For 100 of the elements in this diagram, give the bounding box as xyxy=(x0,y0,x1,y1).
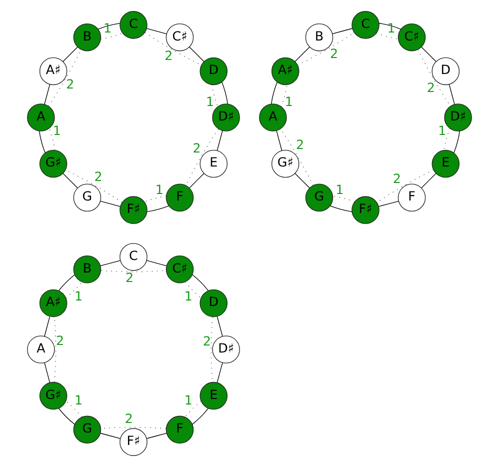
connector xyxy=(100,270,166,272)
node-circle: E xyxy=(199,150,228,178)
node-circle: F xyxy=(397,184,426,212)
edge-label: 2 xyxy=(66,76,74,92)
connector xyxy=(280,84,287,107)
node-circle: F♯ xyxy=(351,196,379,224)
node-circle: G♯ xyxy=(38,382,67,410)
connector xyxy=(188,46,204,62)
node-circle: F♯ xyxy=(119,428,147,456)
connector xyxy=(211,84,218,107)
node-circle: C xyxy=(119,243,147,271)
connector xyxy=(100,260,120,266)
connector xyxy=(332,28,352,34)
connector xyxy=(144,32,202,66)
connector xyxy=(294,46,310,62)
connector xyxy=(280,128,313,186)
node-circle: A xyxy=(258,104,286,132)
connector xyxy=(144,196,166,202)
connector xyxy=(216,362,222,383)
connector xyxy=(62,173,78,188)
node-circle: G♯ xyxy=(270,150,299,178)
edge-label: 1 xyxy=(206,94,214,109)
connector xyxy=(100,432,120,439)
connector xyxy=(62,46,78,62)
connector xyxy=(216,316,222,337)
node-circle: E xyxy=(199,382,228,410)
node-circle: G xyxy=(72,184,101,212)
node-circle: D♯ xyxy=(212,104,240,132)
connector xyxy=(270,82,277,104)
connector xyxy=(378,200,398,207)
connector xyxy=(420,46,436,62)
node-circle: C♯ xyxy=(397,23,426,52)
connector xyxy=(65,282,82,298)
connector xyxy=(44,316,50,337)
edge-label: 1 xyxy=(74,392,82,408)
connector xyxy=(448,84,454,104)
connector xyxy=(443,128,450,151)
node-circle: F xyxy=(165,184,194,212)
connector xyxy=(58,274,74,292)
connector xyxy=(220,82,228,104)
connector xyxy=(296,32,354,66)
edge-label: 2 xyxy=(94,168,102,184)
connector xyxy=(376,32,398,40)
connector xyxy=(276,130,282,151)
edge-label: 1 xyxy=(74,288,82,304)
node-circle: F xyxy=(165,416,194,444)
edge-label: 1 xyxy=(154,182,163,198)
edge-label: 2 xyxy=(125,270,134,286)
edge-label: 2 xyxy=(192,140,200,156)
connector xyxy=(329,206,352,212)
connector xyxy=(146,260,166,266)
edge-label: 2 xyxy=(124,410,132,426)
node-circle: A♯ xyxy=(270,57,299,86)
connector xyxy=(65,400,82,418)
edge-label: 1 xyxy=(184,288,192,304)
edge-label: 2 xyxy=(295,136,304,152)
connector xyxy=(184,282,201,298)
edge-label: 2 xyxy=(202,334,210,349)
node-circle: A xyxy=(26,104,54,132)
node-circle: F♯ xyxy=(119,196,147,224)
node-circle: A♯ xyxy=(38,289,67,318)
connector xyxy=(191,274,208,291)
edge-label: 1 xyxy=(438,122,446,138)
connector xyxy=(417,49,450,106)
connector xyxy=(420,173,436,188)
node-circle: B xyxy=(72,255,101,284)
connector xyxy=(184,400,201,418)
node-circle: C♯ xyxy=(165,255,194,284)
edge-label: 1 xyxy=(52,122,60,138)
edge-label: 2 xyxy=(56,332,64,348)
connector xyxy=(100,32,122,40)
node-circle: A♯ xyxy=(38,57,67,86)
node-circle: D♯ xyxy=(212,336,240,364)
connector xyxy=(100,200,120,207)
connector xyxy=(453,130,460,154)
connector xyxy=(192,408,208,425)
connector xyxy=(44,84,50,105)
connector xyxy=(146,28,166,34)
edge-label: 1 xyxy=(335,182,344,198)
connector xyxy=(44,362,50,383)
node-circle: B xyxy=(72,23,101,52)
edge-label: 2 xyxy=(392,170,400,186)
node-circle: G xyxy=(304,184,333,212)
node-circle: C xyxy=(119,11,147,39)
node-circle: C♯ xyxy=(165,23,194,52)
edge-label: 1 xyxy=(284,94,292,110)
connector xyxy=(146,205,169,212)
node-circle: A xyxy=(26,336,54,364)
connector xyxy=(146,432,166,439)
node-circle: C xyxy=(351,11,379,39)
node-circle: D xyxy=(199,289,228,318)
node-circle: G xyxy=(72,416,101,444)
connector xyxy=(48,128,55,151)
connector xyxy=(216,130,222,151)
node-circle: E xyxy=(431,150,460,178)
node-circle: D xyxy=(199,57,228,86)
node-circle: G♯ xyxy=(38,150,67,178)
connector xyxy=(38,130,45,154)
connector xyxy=(294,173,310,188)
node-circle: D♯ xyxy=(444,104,472,132)
